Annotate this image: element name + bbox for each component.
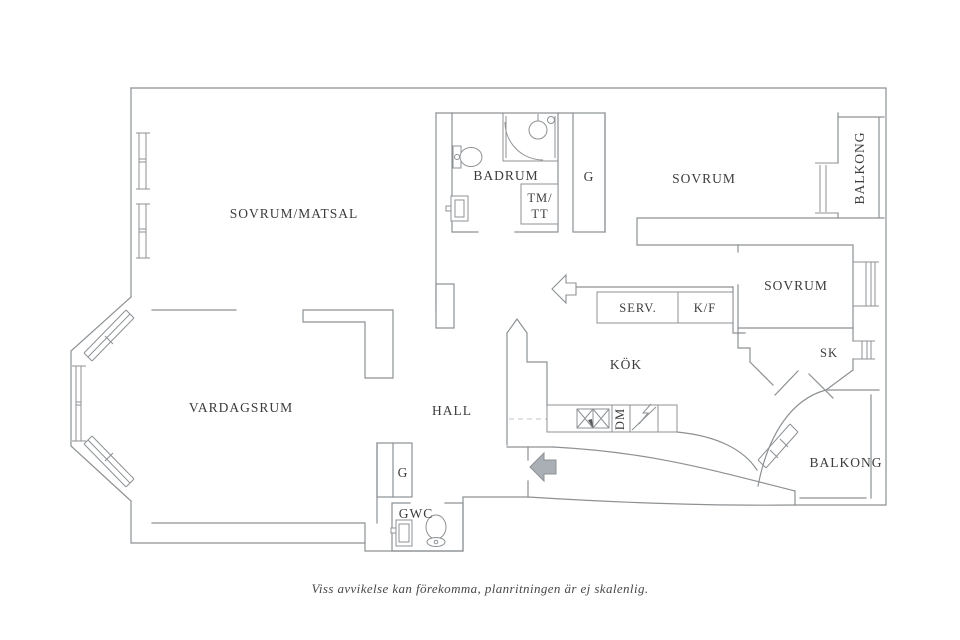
label-tt: TT [531,207,548,221]
kitchen-inner-curve [676,431,758,471]
sovrum-mid-walls [737,244,854,329]
window-matsal-1 [136,132,150,190]
gwc-sink-tap [390,527,397,534]
sk-door-leaf [749,361,774,386]
inner-walls [151,112,854,552]
sk-walls [737,327,854,391]
shower-mixer [547,116,555,124]
outer-bay [70,296,132,502]
gwc-fixtures [390,514,447,547]
label-sovrum-top: SOVRUM [672,171,736,186]
shower-head [528,120,548,140]
bay-window-upper-diagonal [83,309,135,362]
label-badrum: BADRUM [473,168,538,183]
gwc-sink-basin [398,523,410,543]
shower-enclosure [502,113,559,162]
room-labels: SOVRUM/MATSAL BADRUM SOVRUM BALKONG SOVR… [189,132,883,522]
kitchen-sink-crosses [576,408,610,429]
label-kok: KÖK [610,357,642,372]
kitchen-faucet [588,419,593,428]
arrows [529,273,577,483]
bay-window-center [72,365,86,442]
badrum-walls [451,112,559,233]
kitchen-fixtures [509,291,734,433]
shower-screen-arc [504,121,544,161]
badrum-fixtures [445,113,559,225]
label-gwc: GWC [399,506,434,521]
serving-arrow-icon [551,273,577,305]
hall-vardagsrum-wall [302,309,394,379]
serv-counter [596,291,734,324]
window-sk [853,340,875,360]
vestibule-outer-curve [527,496,796,506]
gwc-walls [391,502,464,552]
fixture-labels: G G TM/ TT SERV. K/F DM [398,169,716,480]
label-sovrum-mid: SOVRUM [764,278,828,293]
label-serv: SERV. [619,301,656,315]
window-matsal-2 [136,203,150,259]
balcony-door-leaves [774,370,834,399]
label-g-hall: G [398,465,409,480]
badrum-sink-basin [454,199,465,218]
pillar [435,283,455,329]
balcony-top-right [837,116,885,219]
label-vardagsrum: VARDAGSRUM [189,400,293,415]
washer-dryer-box [520,183,559,225]
label-dm: DM [613,408,627,430]
label-tm: TM/ [527,191,552,205]
toilet-bowl [459,147,483,167]
kitchen-hall-divider [506,317,548,446]
closet-g-badrum [572,112,606,233]
balcony-bottom-right [757,389,880,499]
label-sovrum-matsal: SOVRUM/MATSAL [230,206,359,221]
label-g-badrum: G [584,169,595,184]
window-balcony-top [815,162,838,214]
stove-flash [638,403,652,425]
badrum-sink-tap [445,205,452,212]
label-sk: SK [820,346,838,360]
label-balkong-top: BALKONG [852,132,867,205]
balconies [757,116,885,499]
outer-top-right [130,87,887,506]
window-sovrum-mid [853,261,879,307]
kitchen-south-curve [552,446,796,492]
bay-window-lower-diagonal [83,435,135,488]
label-balkong-bottom: BALKONG [810,455,883,470]
outer-walls [70,87,887,552]
sovrum-mid-thick-wall [732,286,746,334]
entry-arrow-icon [529,451,557,483]
dishwasher-cell [611,405,631,432]
window-balcony-bottom [757,423,799,469]
plan-disclaimer: Viss avvikelse kan förekomma, planritnin… [311,581,648,596]
windows [72,132,879,488]
outer-bottom [130,496,529,552]
gwc-toilet-button [433,539,439,545]
closet-g-hall [376,442,413,498]
vardagsrum-bottom-wall [151,522,366,544]
label-kf: K/F [694,301,716,315]
sovrum-top-walls [604,112,839,246]
gwc-toilet-base [426,537,446,547]
label-hall: HALL [432,403,472,418]
